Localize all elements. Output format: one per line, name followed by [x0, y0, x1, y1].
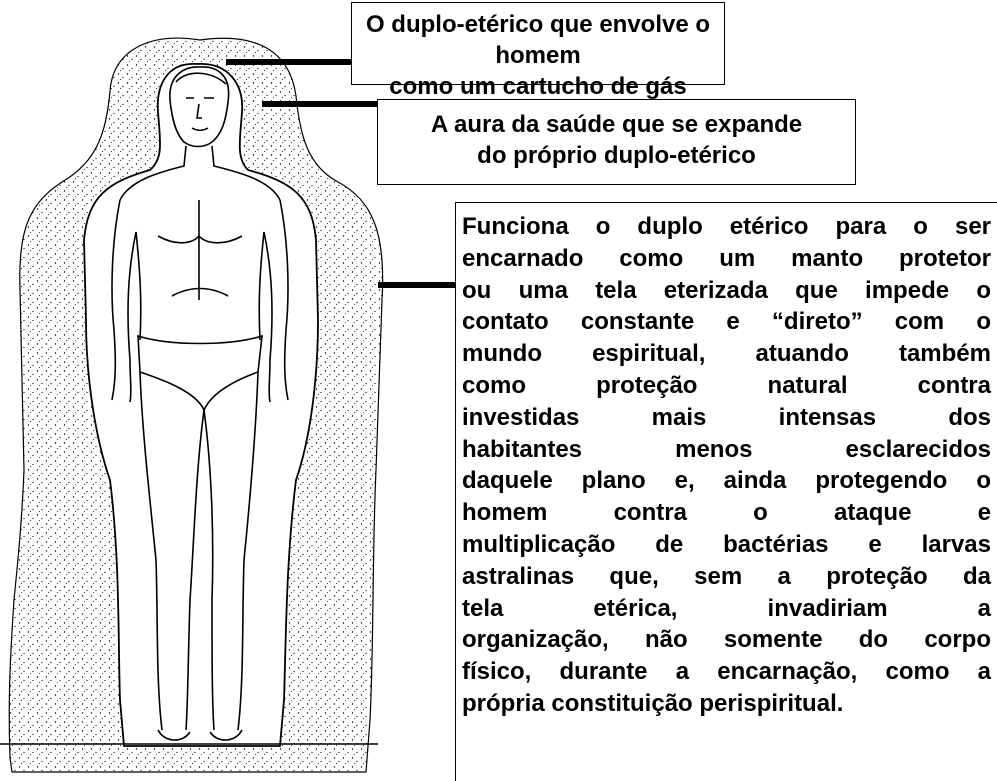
label-health-aura: A aura da saúde que se expande do própri… [377, 99, 856, 185]
description-line: ou uma tela eterizada que impede o [462, 276, 991, 304]
description-line: físico, durante a encarnação, como a [462, 658, 991, 686]
description-line: organização, não somente do corpo [462, 626, 991, 654]
label-health-aura-line1: A aura da saúde que se expande [430, 111, 803, 138]
human-figure [111, 66, 289, 741]
description-line: encarnado como um manto protetor [462, 244, 991, 272]
description-line: Funciona o duplo etérico para o ser [462, 213, 991, 240]
description-line: astralinas que, sem a proteção da [462, 562, 991, 590]
label-etheric-double: O duplo-etérico que envolve o homem como… [351, 2, 725, 131]
description-line: daquele plano e, ainda protegendo o [462, 467, 991, 495]
description-line: própria constituição perispiritual. [462, 689, 844, 717]
description-line: habitantes menos esclarecidos [462, 435, 991, 463]
description-line: mundo espiritual, atuando também [462, 340, 991, 368]
description-line: investidas mais intensas dos [462, 403, 991, 431]
description-line: tela etérica, invadiriam a [462, 594, 991, 622]
label-etheric-double-line1: O duplo-etérico que envolve o homem [365, 11, 711, 69]
description-line: contato constante e “direto” com o [462, 308, 991, 336]
label-health-aura-line2: do próprio duplo-etérico [477, 142, 756, 169]
label-function-description: Funciona o duplo etérico para o ser enca… [455, 202, 997, 781]
description-line: como proteção natural contra [462, 371, 991, 399]
description-line: homem contra o ataque e [462, 499, 991, 527]
description-line: multiplicação de bactérias e larvas [462, 530, 991, 558]
